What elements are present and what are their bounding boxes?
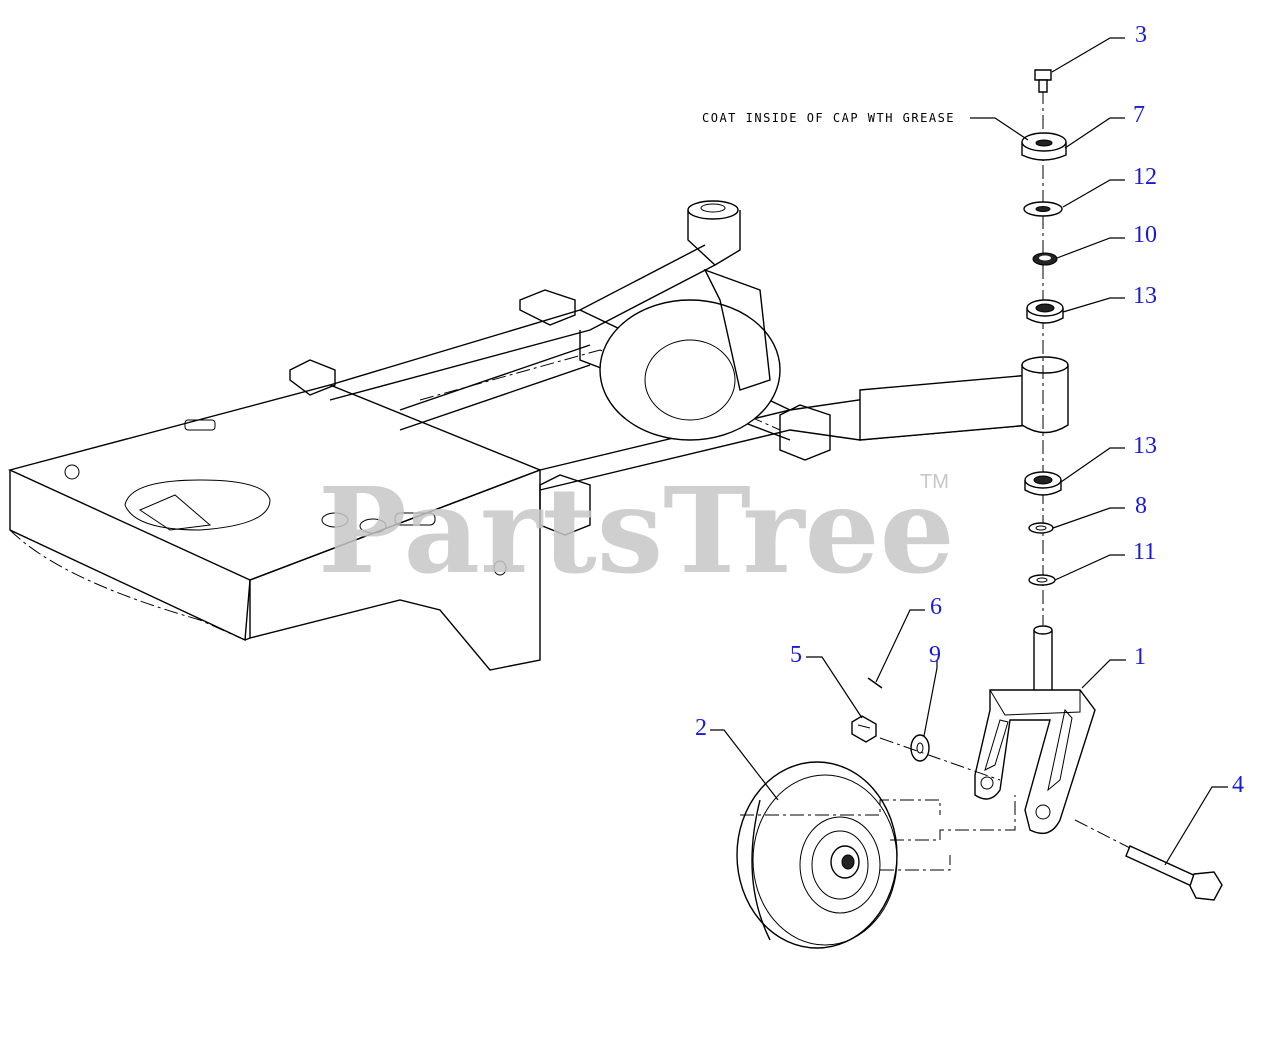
grease-note: COAT INSIDE OF CAP WTH GREASE xyxy=(702,111,1029,141)
note-text: COAT INSIDE OF CAP WTH GREASE xyxy=(702,111,955,125)
part-4-bolt xyxy=(879,737,1223,901)
callout-leaders xyxy=(710,37,1228,866)
callout-13-lower: 13 xyxy=(1133,433,1157,459)
callout-3: 3 xyxy=(1135,22,1147,48)
callout-11: 11 xyxy=(1133,539,1156,565)
callout-13-upper: 13 xyxy=(1133,283,1157,309)
part-1-fork xyxy=(974,625,1096,834)
part-13-bearing-lower xyxy=(1024,471,1062,496)
callout-8: 8 xyxy=(1135,493,1147,519)
part-12-washer xyxy=(1023,201,1063,217)
part-6-pin xyxy=(867,677,883,689)
part-10-seal xyxy=(1032,252,1058,266)
watermark-brand: PartsTree xyxy=(318,461,955,600)
callout-12: 12 xyxy=(1133,164,1157,190)
mower-frame xyxy=(7,200,1069,671)
part-7-cap xyxy=(1021,132,1067,161)
callout-labels: 3 7 12 10 13 13 8 11 6 5 9 1 2 4 xyxy=(695,22,1244,798)
part-2-wheel xyxy=(736,761,1016,949)
callout-6: 6 xyxy=(930,594,942,620)
part-8-washer xyxy=(1028,522,1054,534)
callout-9: 9 xyxy=(929,642,941,668)
watermark: PartsTree TM xyxy=(318,461,955,600)
callout-1: 1 xyxy=(1134,644,1146,670)
callout-4: 4 xyxy=(1232,772,1244,798)
callout-2: 2 xyxy=(695,715,707,741)
callout-7: 7 xyxy=(1133,102,1145,128)
watermark-trademark: TM xyxy=(920,471,949,493)
part-13-bearing-upper xyxy=(1026,299,1064,324)
part-11-washer xyxy=(1028,574,1056,586)
part-5-nut xyxy=(851,715,877,743)
part-9-washer xyxy=(910,734,930,762)
part-3-bolt xyxy=(1034,69,1052,93)
callout-10: 10 xyxy=(1133,222,1157,248)
callout-5: 5 xyxy=(790,642,802,668)
caster-stack xyxy=(1021,69,1067,625)
